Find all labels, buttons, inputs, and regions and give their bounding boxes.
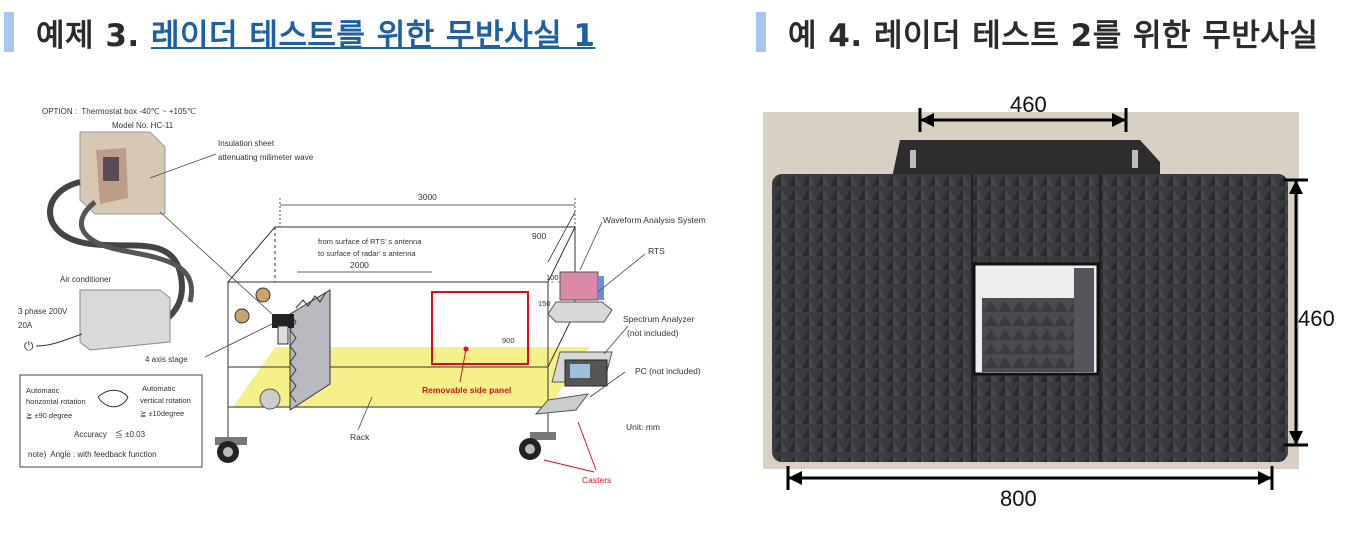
radar-mount: [272, 314, 294, 328]
chamber-diagram: Removable side panel 3000 900 2000 from …: [0, 92, 720, 532]
dim-bottom-label: 800: [1000, 486, 1037, 511]
legend-h3: ≧ ±90 degree: [26, 411, 72, 420]
stage-wheel: [259, 388, 281, 410]
power-label-1: 3 phase 200V: [18, 307, 68, 316]
example3-title: 예제 3. 레이더 테스트를 위한 무반사실 1: [36, 10, 595, 55]
insulation-label-1: Insulation sheet: [218, 139, 275, 148]
dim-900-panel: 900: [502, 336, 515, 345]
from-text-1: from surface of RTS’ s antenna: [318, 237, 422, 246]
spectrum-label-2: (not included): [627, 328, 679, 338]
dim-2000: 2000: [350, 260, 369, 270]
legend-accuracy: Accuracy ≦ ±0.03: [74, 429, 146, 439]
example3-header: 예제 3. 레이더 테스트를 위한 무반사실 1: [4, 6, 595, 58]
motor-2: [234, 308, 250, 324]
legend-v2: vertical rotation: [140, 396, 191, 405]
aircon-label: Air conditioner: [60, 275, 111, 284]
rotation-arrow-icon: [97, 389, 129, 398]
power-cord: [35, 333, 83, 347]
casters: [215, 432, 556, 463]
stage-label: 4 axis stage: [145, 355, 188, 364]
dim-bottom-arrow: [786, 466, 1274, 490]
legend-v3: ≧ ±10degree: [140, 409, 184, 418]
pc-label: PC (not included): [635, 366, 701, 376]
removable-label: Removable side panel: [422, 385, 511, 395]
model-label: Model No. HC-11: [112, 121, 174, 130]
dim-right-label: 460: [1298, 306, 1335, 331]
lid: [892, 140, 1160, 178]
example3-prefix: 예제 3.: [36, 17, 151, 54]
dim-150: 150: [538, 299, 551, 308]
header-accent-bar: [756, 12, 766, 52]
rts-label: RTS: [648, 246, 665, 256]
dim-top-arrow: [918, 108, 1128, 132]
chamber-frame: [226, 226, 576, 437]
dim-right-arrow: [1284, 178, 1308, 447]
spectrum-label-1: Spectrum Analyzer: [623, 314, 695, 324]
plug-icon: ⏻: [24, 339, 34, 353]
air-conditioner: [79, 289, 171, 351]
rts-box: [559, 271, 599, 301]
duct-hose-1: [47, 179, 185, 335]
legend-v1: Automatic: [142, 384, 176, 393]
rack-label: Rack: [350, 432, 370, 442]
pc-laptop: [534, 393, 590, 415]
removable-panel-box: [431, 291, 529, 365]
motor-1: [255, 287, 271, 303]
rack-floor: [232, 347, 590, 408]
chamber-photo: 460 460 800: [760, 88, 1335, 528]
waveform-label: Waveform Analysis System: [603, 215, 706, 225]
dim-top-label: 460: [1010, 92, 1047, 117]
casters-label: Casters: [582, 475, 611, 485]
dimension-lines: [279, 198, 576, 273]
legend-note: note) Angle : with feedback function: [28, 450, 157, 459]
example4-header: 예 4. 레이더 테스트 2를 위한 무반사실: [756, 6, 1318, 58]
legend-h2: horizontal rotation: [26, 397, 86, 406]
absorber-spikes: [289, 313, 297, 403]
header-accent-bar: [4, 12, 14, 52]
power-label-2: 20A: [18, 321, 33, 330]
example4-title: 예 4. 레이더 테스트 2를 위한 무반사실: [788, 17, 1319, 54]
option-label: OPTION : Thermostat box -40℃ ~ +105℃: [42, 107, 196, 116]
dim-900-top: 900: [532, 231, 546, 241]
insulation-label-2: attenuating milimeter wave: [218, 153, 314, 162]
dim-3000: 3000: [418, 192, 437, 202]
legend-h1: Automatic: [26, 386, 60, 395]
rts-stand: [547, 301, 613, 323]
dim-100: 100: [546, 273, 559, 282]
unit-label: Unit: mm: [626, 422, 660, 432]
from-text-2: to surface of radar’ s antenna: [318, 249, 416, 258]
duct-hose-2: [78, 200, 194, 303]
example3-link[interactable]: 레이더 테스트를 위한 무반사실 1: [150, 17, 596, 54]
